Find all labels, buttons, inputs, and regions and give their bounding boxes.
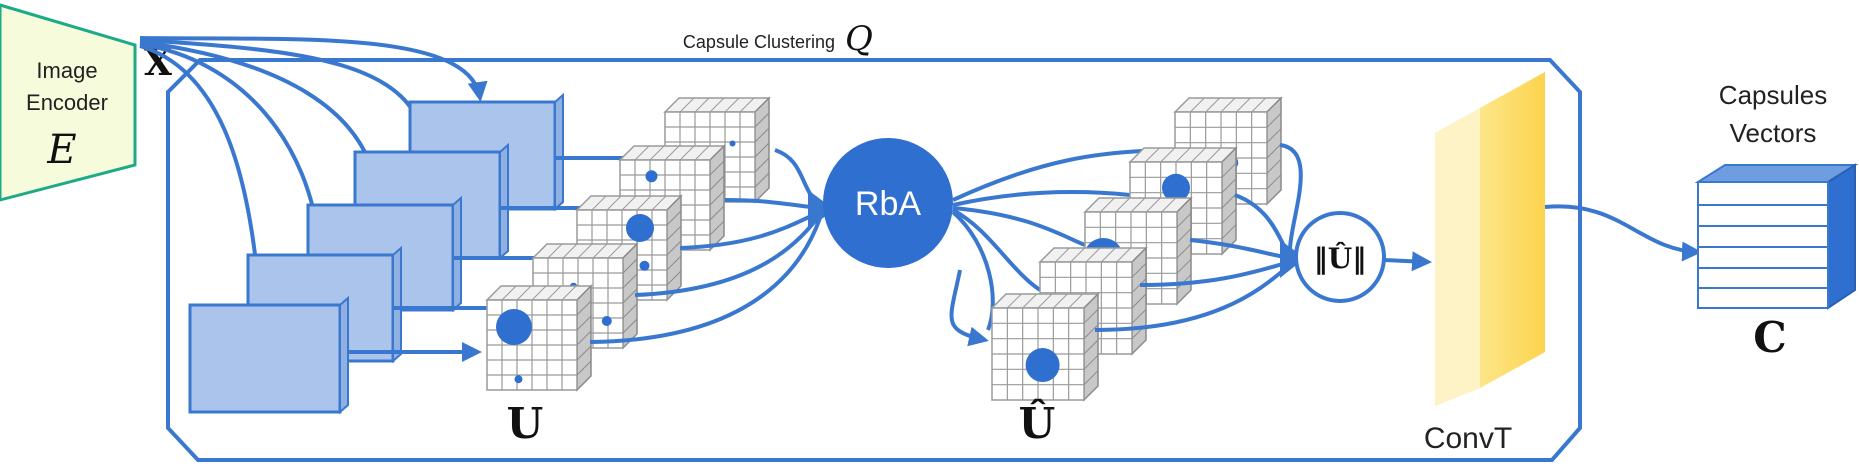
capsules-u-label: U <box>507 399 544 448</box>
clustering-frame <box>166 58 1582 462</box>
image-encoder: Image Encoder E <box>0 3 137 202</box>
capsules-u-hat-label: Û <box>1019 398 1056 448</box>
norm-label: ‖Û‖ <box>1314 241 1366 275</box>
rba-node: RbA <box>823 138 953 268</box>
clustering-title: Capsule Clustering Q <box>683 19 873 59</box>
output-title-line1: Capsules <box>1719 80 1827 110</box>
encoder-shape <box>0 3 137 202</box>
uhat-to-norm-arrows <box>1094 143 1305 332</box>
capsules-u-hat <box>990 96 1283 402</box>
capsule-dot <box>514 375 523 384</box>
convt-label: ConvT <box>1424 422 1512 455</box>
rba-circle <box>823 138 953 268</box>
grid-cube <box>990 292 1100 402</box>
grid-cube <box>485 284 593 392</box>
capsule-dot <box>1025 348 1060 383</box>
norm-circle <box>1294 211 1386 303</box>
capsule-dot <box>639 260 650 271</box>
capsule-dot <box>729 140 736 147</box>
capsules-u <box>485 96 771 392</box>
capsule-dot <box>626 214 654 242</box>
output-side <box>1827 163 1856 310</box>
encoder-label-line1: Image <box>36 58 97 83</box>
convt-to-output-arrow <box>1544 204 1702 262</box>
clustering-symbol: Q <box>845 19 873 59</box>
output-symbol: C <box>1753 313 1786 362</box>
norm-node: ‖Û‖ <box>1294 211 1386 303</box>
norm-to-convt-arrow <box>1383 251 1432 272</box>
capsules-vectors: Capsules Vectors C <box>1694 80 1859 362</box>
capsule-dot <box>601 316 612 326</box>
convt-block: ConvT <box>1424 72 1545 455</box>
encoder-symbol: E <box>46 127 76 173</box>
clustering-label: Capsule Clustering <box>683 32 835 52</box>
u-to-rba-arrows <box>589 148 835 344</box>
capsule-dot <box>1162 173 1190 202</box>
output-front <box>1697 181 1829 309</box>
convt-front <box>1435 108 1480 406</box>
capsule-dot <box>496 309 532 345</box>
output-title-line2: Vectors <box>1730 118 1817 148</box>
convt-face <box>1480 72 1545 388</box>
feature-map <box>188 295 349 415</box>
feature-maps <box>188 92 564 415</box>
encoder-label-line2: Encoder <box>26 90 108 115</box>
capsule-dot <box>645 170 658 183</box>
rba-label: RbA <box>855 185 921 223</box>
